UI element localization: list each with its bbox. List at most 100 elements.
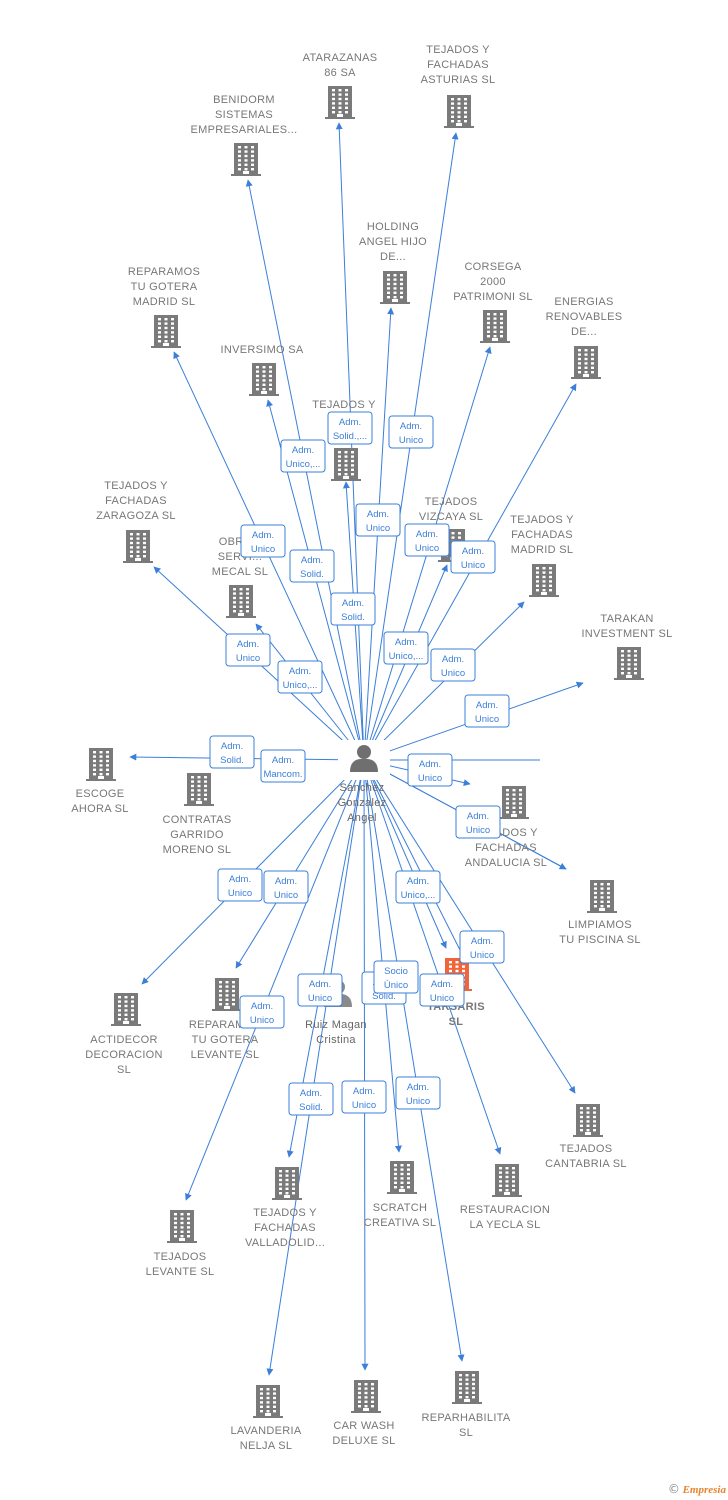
relation-label[interactable]: Adm.Unico xyxy=(459,930,505,964)
person-label-line: Cristina xyxy=(316,1034,356,1046)
relation-text-line: Unico xyxy=(430,993,454,1004)
company-label-line: SISTEMAS xyxy=(215,109,273,121)
company-label-line: CANTABRIA SL xyxy=(545,1158,627,1170)
relation-label[interactable]: Adm. Unico xyxy=(240,524,286,558)
relation-text-line: Adm. xyxy=(301,555,323,566)
relation-label[interactable]: Adm.Unico,... xyxy=(280,439,326,473)
relation-label[interactable]: Adm.Unico xyxy=(225,633,271,667)
relation-text-line: Adm. xyxy=(400,421,422,432)
edge-tejados-cantabria xyxy=(363,759,576,1094)
relation-text-line: Adm. xyxy=(416,529,438,540)
company-label-line: ATARAZANAS xyxy=(303,52,378,64)
relation-label[interactable]: Adm.Unico xyxy=(395,1076,441,1110)
relation-text: Adm.Solid.,... xyxy=(333,417,367,442)
relation-text-line: Unico xyxy=(352,1100,376,1111)
company-label-line: FACHADAS xyxy=(105,495,167,507)
relation-label[interactable]: Adm.Unico,... xyxy=(383,631,429,665)
relation-label[interactable]: Adm.Unico xyxy=(217,868,263,902)
relation-text: Adm.Unico xyxy=(430,979,454,1004)
company-label-line: SCRATCH xyxy=(373,1202,427,1214)
relation-text-line: Unico xyxy=(251,544,275,555)
company-node-inversimo[interactable]: INVERSIMO SA xyxy=(220,344,304,396)
company-label-line: AHORA SL xyxy=(71,803,128,815)
relation-label[interactable]: Adm.Unico xyxy=(297,973,343,1007)
company-node-scratch[interactable]: SCRATCH CREATIVA SL xyxy=(364,1161,437,1229)
relation-label[interactable]: Adm.Solid. xyxy=(330,592,376,626)
relation-label[interactable]: Adm.Unico xyxy=(419,973,465,1007)
company-label-line: LEVANTE SL xyxy=(146,1266,215,1278)
relation-label[interactable]: Adm.Unico xyxy=(450,540,496,574)
building-icon xyxy=(614,647,644,680)
relation-label[interactable]: Adm.Unico xyxy=(464,694,510,728)
relation-label[interactable]: Adm.Unico xyxy=(430,648,476,682)
company-label-line: CREATIVA SL xyxy=(364,1217,437,1229)
company-label-line: 2000 xyxy=(480,276,506,288)
relation-label[interactable]: Adm.Unico xyxy=(263,870,309,904)
relation-label[interactable]: Adm.Unico xyxy=(404,523,450,557)
relation-text-line: Adm. xyxy=(275,876,297,887)
relation-text-line: Mancom. xyxy=(263,769,302,780)
company-label-line: HOLDING xyxy=(367,221,419,233)
edge-reparamos-levante xyxy=(235,759,365,969)
relation-label[interactable]: Adm.Unico,... xyxy=(395,870,441,904)
relation-label[interactable]: Adm.Solid.,... xyxy=(327,411,373,445)
relation-label[interactable]: Adm.Mancom. xyxy=(260,749,306,783)
relation-label[interactable]: Adm.Unico xyxy=(407,753,453,787)
relation-text-line: Adm. xyxy=(339,417,361,428)
relation-label[interactable]: Adm.Unico,... xyxy=(277,660,323,694)
building-icon xyxy=(151,315,181,348)
edge-extra-2 xyxy=(363,759,461,951)
relation-text-line: Adm. xyxy=(252,530,274,541)
relation-label[interactable]: Adm.Solid. xyxy=(289,549,335,583)
relation-label[interactable]: Adm.Unico xyxy=(355,503,401,537)
relation-label[interactable]: Adm.Solid. xyxy=(288,1082,334,1116)
building-icon xyxy=(480,310,510,343)
relation-label[interactable]: Adm.Solid. xyxy=(209,735,255,769)
company-label-line: TEJADOS Y xyxy=(104,480,168,492)
relation-label[interactable]: Adm.Unico xyxy=(388,415,434,449)
relation-text: Adm.Unico xyxy=(461,546,485,571)
company-label-line: FACHADAS xyxy=(511,529,573,541)
edge-scratch xyxy=(363,759,402,1153)
relation-label[interactable]: Adm.Unico xyxy=(341,1080,387,1114)
edge-tejados-levante xyxy=(185,759,365,1201)
relation-text-line: Adm. xyxy=(467,811,489,822)
relation-text: Adm.Unico xyxy=(470,936,494,961)
relation-label[interactable]: Adm.Unico xyxy=(239,995,285,1029)
relation-text-line: Unico,... xyxy=(286,459,321,470)
relation-label[interactable]: Adm.Unico xyxy=(455,805,501,839)
company-label-line: FACHADAS xyxy=(254,1222,316,1234)
company-label-line: SL xyxy=(459,1427,473,1439)
